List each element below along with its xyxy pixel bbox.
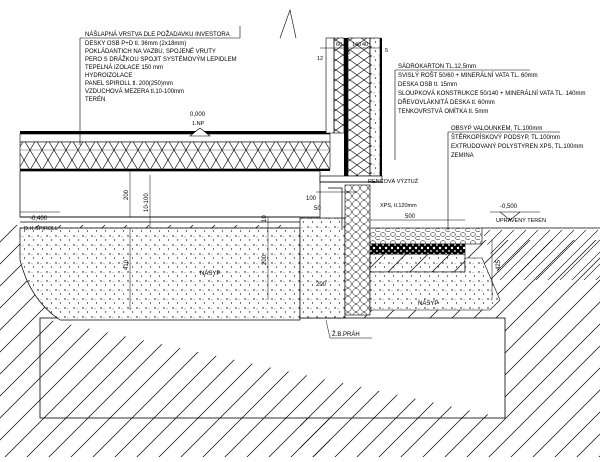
level-spiroll: -0,400 (30, 216, 48, 222)
dim-200-mid: 200 (262, 254, 268, 265)
left-callout-line: HYDROIZOLACE (85, 73, 132, 79)
wall-callout-line: SÁDROKARTON TL.12,5mm (398, 63, 476, 70)
ground-callout-line: ŠTĚRKOPÍSKOVÝ PODSYP, TL.100mm (451, 133, 560, 141)
left-callout: NÁŠLAPNÁ VRSTVA DLE POŽADAVKU INVESTORA … (85, 30, 237, 103)
dimensions: 200 10-100 410 200 10 100 50 200 500 425… (124, 42, 502, 288)
dim-50: 50 (314, 206, 321, 212)
wall-callout-line: DŘEVOVLÁKNITÁ DESKA tl. 60mm (398, 98, 495, 106)
left-callout-line: PERO S DRÁŽKOU SPOJIT SYSTÉMOVÝM LEPIDLE… (85, 55, 237, 63)
wall-callout-line: DESKA OSB tl. 15mm (398, 82, 457, 88)
leaders (20, 8, 560, 230)
ground-layers (369, 227, 600, 311)
left-callout-line: PANEL SPIROLL tl. 200(250)mm (85, 81, 173, 87)
dim-15: 15 (344, 50, 350, 56)
level-terrain-sub: UPRAVENÝ TERÉN (496, 217, 546, 224)
rebar-label: RENCOVÁ VÝZTUŽ (368, 177, 419, 185)
dim-200-small: 200 (316, 282, 327, 288)
foundation-label: Ž.B.PRÁH (332, 330, 360, 338)
wall-callout-line: SLOUPKOVÁ KONSTRUKCE 50/140 + MINERÁLNÍ … (398, 90, 585, 97)
ground-callout-line: ZEMINA (451, 153, 474, 159)
left-callout-line: POKLÁDANTICH NA VAZBU, SPOJENÉ VRUTY (85, 48, 216, 55)
left-callout-line: TEPELNÁ IZOLACE 150 mm (85, 64, 163, 71)
level-zero: 0,000 (190, 112, 206, 118)
dim-40: 40 (362, 42, 368, 48)
level-spiroll-sub: D.H.SPIROLL (24, 226, 58, 232)
dim-410: 410 (124, 259, 130, 270)
fill-right-label: NÁSYP (418, 300, 438, 307)
wall-callout: SÁDROKARTON TL.12,5mm SVISLÝ ROŠT 50/60 … (398, 63, 585, 115)
dimension-lines (129, 47, 493, 310)
dim-425: 425 (496, 259, 502, 270)
floor-slab (19, 131, 331, 218)
dim-140: 140 (352, 42, 361, 48)
dim-60: 60 (336, 42, 342, 48)
fill-left-label: NÁSYP (200, 270, 220, 277)
dim-200-top: 200 (124, 189, 130, 200)
wall-callout-line: TENKOVRSTVÁ OMÍTKA tl. 5mm (398, 108, 488, 115)
dim-5: 5 (385, 48, 388, 54)
dim-100: 100 (306, 196, 317, 202)
dim-10-100: 10-100 (144, 193, 150, 212)
dim-10: 10 (262, 215, 268, 222)
level-zero-sub: 1.NP (192, 121, 205, 127)
ground-callout-line: OBSYP VALOUNKEM, TL.100mm (451, 126, 542, 132)
foundation-beam (299, 184, 371, 319)
ground-callout: OBSYP VALOUNKEM, TL.100mm ŠTĚRKOPÍSKOVÝ … (451, 126, 583, 159)
left-callout-line: TERÉN (85, 96, 105, 103)
left-callout-line: NÁŠLAPNÁ VRSTVA DLE POŽADAVKU INVESTORA (85, 30, 230, 38)
wall-callout-line: SVISLÝ ROŠT 50/60 + MINERÁLNÍ VATA TL. 6… (398, 72, 538, 79)
level-terrain: -0,500 (500, 204, 518, 210)
dim-500: 500 (405, 214, 416, 220)
ground-callout-line: EXTRUDOVANÝ POLYSTYREN XPS, TL.100mm (451, 143, 583, 150)
dim-12: 12 (317, 56, 323, 62)
left-callout-line: DESKY OSB P+D tl. 36mm (2x18mm) (85, 41, 186, 47)
labels: 0,000 1.NP -0,400 D.H.SPIROLL -0,500 UPR… (24, 112, 546, 339)
wall (319, 37, 383, 183)
left-callout-line: VZDUCHOVÁ MEZERA tl.10-100mm (85, 88, 184, 95)
xps-label: XPS, tl.120mm (380, 203, 417, 209)
fill-left (19, 221, 301, 321)
